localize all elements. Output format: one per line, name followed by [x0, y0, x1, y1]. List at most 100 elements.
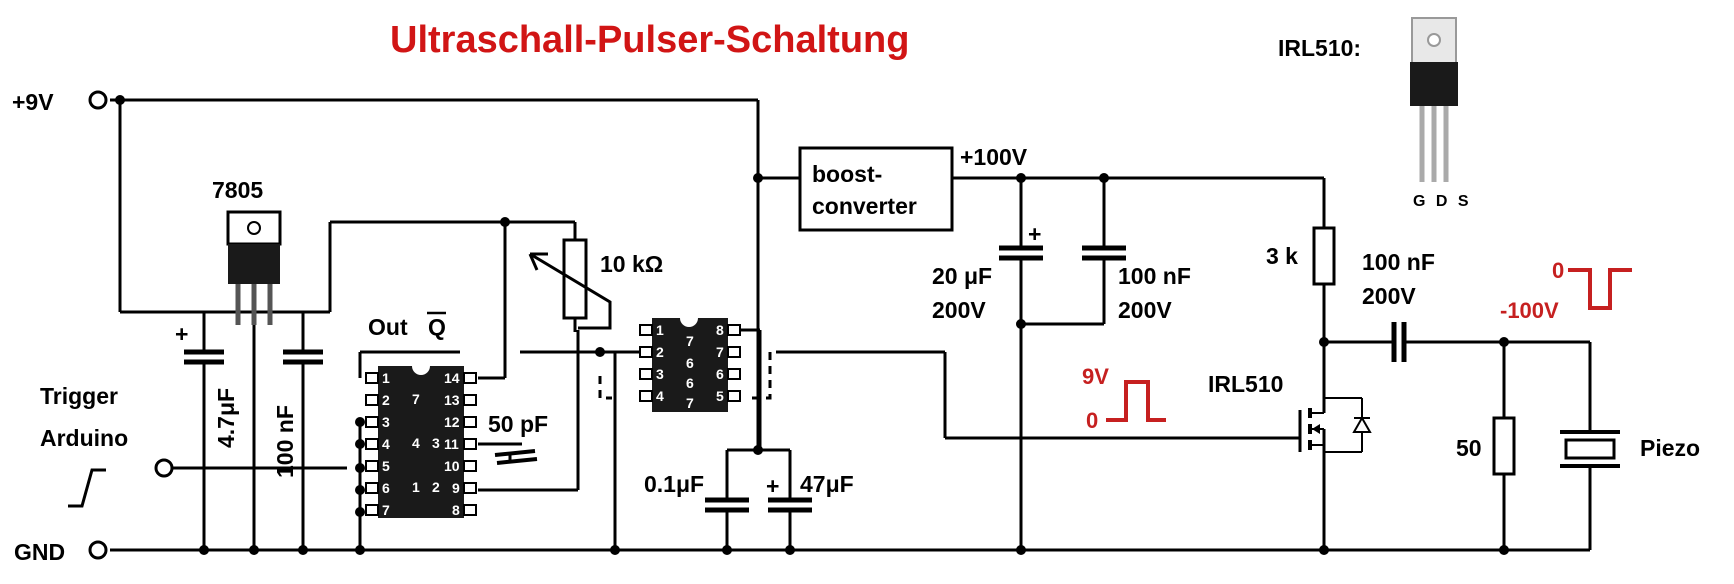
junction: [355, 417, 365, 427]
junction: [355, 439, 365, 449]
ic-pin-left: [639, 346, 653, 358]
ic-inner-label: 1: [412, 479, 420, 495]
ic-pin-right: [727, 368, 741, 380]
ic-pin-number: 6: [716, 366, 724, 382]
ic-pin-number: 13: [444, 392, 460, 408]
vplus-label: +9V: [12, 89, 54, 115]
ic-pin-right: [463, 372, 477, 384]
vplus-terminal: [88, 90, 108, 110]
ic-14pin: [378, 366, 464, 518]
ic-pin-right: [463, 438, 477, 450]
gate-high-label: 9V: [1082, 364, 1109, 389]
out-low-label: -100V: [1500, 298, 1559, 323]
boost-converter: [798, 146, 954, 232]
cap-plate: [496, 457, 538, 465]
ic-inner-label: 6: [686, 355, 694, 371]
gate-low-label: 0: [1086, 408, 1098, 433]
junction: [1016, 319, 1026, 329]
ic-pin-number: 11: [444, 436, 459, 452]
ic-pin-right: [463, 482, 477, 494]
out-qbar-label: Q: [428, 314, 446, 340]
ic-pin-right: [463, 460, 477, 472]
ic-pin-right: [727, 346, 741, 358]
ic-pin-number: 6: [382, 480, 390, 496]
ic-pin-left: [365, 482, 379, 494]
ic-pin-number: 7: [382, 502, 390, 518]
ic-pin-left: [365, 460, 379, 472]
ic-pin-number: 8: [452, 502, 460, 518]
ic-8pin: [652, 318, 728, 412]
ic-pin-right: [463, 394, 477, 406]
cap-4u7-label: 4.7μF: [213, 388, 239, 448]
boost-label-1: boost-: [812, 161, 882, 187]
trigger-label-2: Arduino: [40, 425, 128, 451]
ic-pin-number: 2: [656, 344, 664, 360]
ic-pin-right: [727, 390, 741, 402]
ic-pin-left: [365, 416, 379, 428]
output-pulse-waveform: [1568, 268, 1632, 310]
cap-100n-label: 100 nF: [272, 405, 298, 478]
ic-pin-number: 12: [444, 414, 460, 430]
ic-inner-label: 4: [412, 435, 420, 451]
junction: [355, 463, 365, 473]
ic-pin-number: 14: [444, 370, 460, 386]
junction: [115, 95, 125, 105]
ic-pin-number: 4: [382, 436, 390, 452]
ic-pin-number: 4: [656, 388, 664, 404]
ic-pin-number: 2: [382, 392, 390, 408]
ic-inner-label: 6: [686, 375, 694, 391]
package-ref-label: IRL510:: [1278, 35, 1361, 61]
ic-pin-left: [365, 438, 379, 450]
ic-pin-left: [365, 394, 379, 406]
junction: [249, 545, 259, 555]
cap-polarity: +: [766, 473, 779, 499]
cap-47u-label: 47μF: [800, 471, 854, 497]
ic-inner-label: 7: [412, 391, 420, 407]
ic-pin-number: 1: [656, 322, 664, 338]
ic-pin-number: 9: [452, 480, 460, 496]
ic-pin-number: 5: [716, 388, 724, 404]
piezo-element: [1564, 438, 1616, 460]
ic-pin-left: [365, 504, 379, 516]
gate-pulse-waveform: [1106, 380, 1166, 422]
ic-pin-number: 3: [656, 366, 664, 382]
ic-pin-number: 10: [444, 458, 460, 474]
cap-50p-label: 50 pF: [488, 411, 548, 437]
ic-pin-right: [727, 324, 741, 336]
cap-polarity: +: [175, 321, 188, 347]
cap-20u-label-b: 200V: [932, 297, 986, 323]
cap-out-label-a: 100 nF: [1362, 249, 1435, 275]
pot-arrow: [528, 252, 548, 271]
trigger-label-1: Trigger: [40, 383, 118, 409]
gnd-label: GND: [14, 539, 65, 565]
ic-inner-label: 7: [686, 395, 694, 411]
cap-out-label-b: 200V: [1362, 283, 1416, 309]
ic-pin-number: 8: [716, 322, 724, 338]
cap-100n-hv-label-a: 100 nF: [1118, 263, 1191, 289]
cap-0u1-label: 0.1μF: [644, 471, 704, 497]
junction: [355, 507, 365, 517]
regulator-7805: [226, 210, 282, 325]
trigger-edge-symbol: [68, 468, 106, 508]
junction: [199, 545, 209, 555]
diagram-title: Ultraschall-Pulser-Schaltung: [390, 19, 909, 61]
cap-100n-hv-label-b: 200V: [1118, 297, 1172, 323]
ic-inner-label: 3: [432, 435, 440, 451]
pot-body: [562, 238, 588, 320]
irl510-package-icon: [1410, 17, 1458, 182]
cap-20u-label-a: 20 μF: [932, 263, 992, 289]
pot-label: 10 kΩ: [600, 251, 663, 277]
resistor-3k-label: 3 k: [1266, 243, 1298, 269]
ic-pin-number: 7: [716, 344, 724, 360]
out-label: Out: [368, 314, 408, 340]
regulator-label: 7805: [212, 177, 263, 203]
ic-pin-left: [365, 372, 379, 384]
ic-pin-right: [463, 504, 477, 516]
junction: [355, 485, 365, 495]
hv-label: +100V: [960, 144, 1028, 170]
piezo-label: Piezo: [1640, 435, 1700, 461]
